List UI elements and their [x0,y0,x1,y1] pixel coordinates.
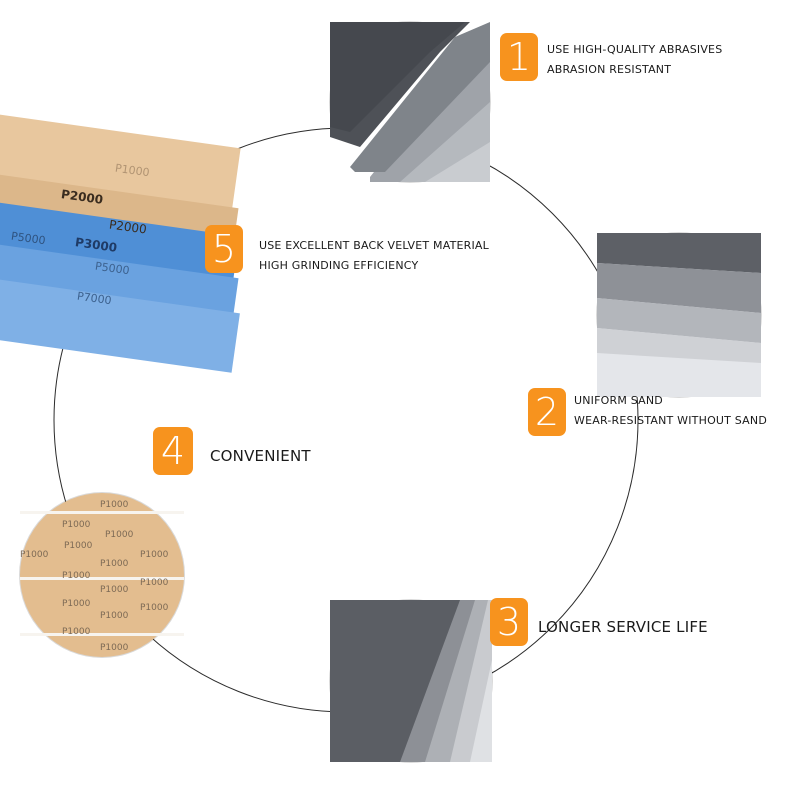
sheet-edge [20,511,184,514]
feature-4-text: CONVENIENT [210,446,311,466]
grit-label: P1000 [140,578,169,588]
grit-label: P1000 [62,520,91,530]
feature-5-line-1: USE EXCELLENT BACK VELVET MATERIAL [259,239,489,252]
feature-1-photo [330,22,490,182]
feature-2-line-2: WEAR-RESISTANT WITHOUT SAND [574,414,768,427]
feature-3-text: LONGER SERVICE LIFE [538,617,708,637]
grit-label: P1000 [105,530,134,540]
feature-1-text: USE HIGH-QUALITY ABRASIVES ABRASION RESI… [547,40,722,80]
feature-4-photo: P1000 P1000 P1000 P1000 P1000 P1000 P100… [20,493,184,657]
feature-2-number: 2 [534,390,560,434]
feature-3-number: 3 [496,600,522,644]
grit-label: P1000 [100,500,129,510]
grit-label: P1000 [140,603,169,613]
feature-5-line-2: HIGH GRINDING EFFICIENCY [259,259,419,272]
feature-5-photo: P1000 P2000 P2000 P3000 P5000 P5000 P700… [0,112,241,373]
grit-label: P1000 [140,550,169,560]
feature-2-line-1: UNIFORM SAND [574,394,663,407]
sheet-edge [20,577,184,580]
feature-1-line-2: ABRASION RESISTANT [547,63,672,76]
feature-3-photo [330,600,492,762]
feature-5-text: USE EXCELLENT BACK VELVET MATERIAL HIGH … [259,236,489,276]
grit-label: P1000 [62,599,91,609]
sheet-edge [20,633,184,636]
feature-5-number-badge: 5 [205,225,243,273]
feature-3-line-1: LONGER SERVICE LIFE [538,618,708,636]
grit-label: P1000 [62,627,91,637]
feature-1-number-badge: 1 [500,33,538,81]
feature-4-number-badge: 4 [153,427,193,475]
grit-label: P1000 [100,559,129,569]
grit-label: P1000 [64,541,93,551]
grit-label: P1000 [100,585,129,595]
feature-4-line-1: CONVENIENT [210,447,311,465]
feature-2-photo [597,233,761,397]
feature-2-text: UNIFORM SAND WEAR-RESISTANT WITHOUT SAND [574,391,767,431]
grit-label: P1000 [100,611,129,621]
feature-2-number-badge: 2 [528,388,566,436]
grit-label: P1000 [20,550,49,560]
feature-1-number: 1 [506,35,532,79]
grit-label: P1000 [100,643,129,653]
feature-3-number-badge: 3 [490,598,528,646]
feature-4-number: 4 [160,429,186,473]
grit-label: P1000 [62,571,91,581]
feature-5-number: 5 [211,227,237,271]
feature-1-line-1: USE HIGH-QUALITY ABRASIVES [547,43,723,56]
